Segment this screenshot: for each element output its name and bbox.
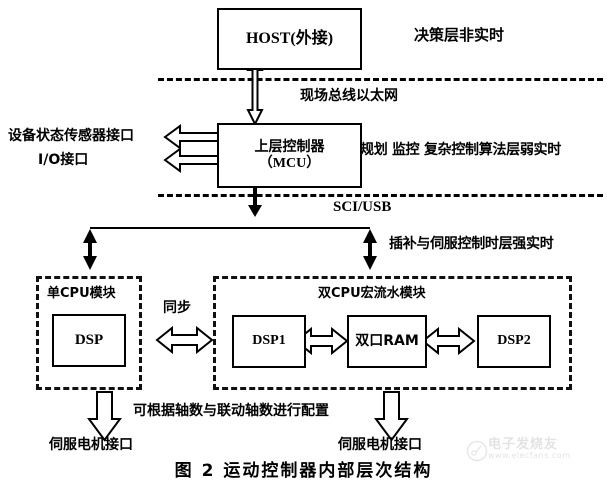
arrow-bus-dual-cpu [363,229,377,270]
watermark-logo-icon [466,440,488,462]
host-box-label: HOST(外接) [245,29,334,47]
dual-cpu-module-frame [213,276,572,390]
single-cpu-module-label: 单CPU模块 [47,286,116,301]
arrow-servo-right [374,391,409,442]
servo-interface-right-label: 伺服电机接口 [338,437,422,453]
sci-usb-label: SCI/USB [333,199,392,215]
mcu-box-label-line2: （MCU） [258,155,321,171]
dsp2-box[interactable]: DSP2 [477,315,551,368]
watermark-url: www.elecfans.com [488,451,571,461]
sync-label: 同步 [163,300,191,316]
dsp1-box[interactable]: DSP1 [232,315,306,368]
arrow-servo-left [87,391,122,442]
mcu-box-label-line1: 上层控制器 [254,139,325,156]
separator-decision-layer [158,78,603,81]
interpolation-layer-label: 插补与伺服控制时层强实时 [389,236,554,252]
dual-cpu-module-label: 双CPU宏流水模块 [318,286,426,301]
separator-planning-layer [158,194,603,197]
dual-port-ram-box[interactable]: 双口RAM [347,315,427,368]
dsp-box-label: DSP [74,331,104,348]
arrow-sync [155,325,214,355]
dsp1-box-label: DSP1 [252,333,286,349]
dsp-box[interactable]: DSP [52,314,126,367]
mcu-box[interactable]: 上层控制器 （MCU） [217,123,362,188]
figure-caption: 图 2 运动控制器内部层次结构 [174,461,433,481]
servo-interface-left-label: 伺服电机接口 [49,437,133,453]
io-interface-label: I/O接口 [38,152,89,168]
arrow-bus-single-cpu [83,229,97,270]
host-box[interactable]: HOST(外接) [217,8,362,70]
dsp2-box-label: DSP2 [497,333,531,349]
dual-port-ram-box-label: 双口RAM [355,333,419,350]
watermark: 电子发烧友 www.elecfans.com [466,437,571,462]
config-note-label: 可根据轴数与联动轴数进行配置 [133,403,329,419]
planning-layer-label: 规划 监控 复杂控制算法层弱实时 [360,142,561,158]
sensor-interface-label: 设备状态传感器接口 [8,128,134,144]
single-cpu-module-frame [36,276,142,390]
decision-layer-label: 决策层非实时 [414,26,505,44]
watermark-title: 电子发烧友 [488,437,559,452]
fieldbus-label: 现场总线以太网 [300,88,398,104]
